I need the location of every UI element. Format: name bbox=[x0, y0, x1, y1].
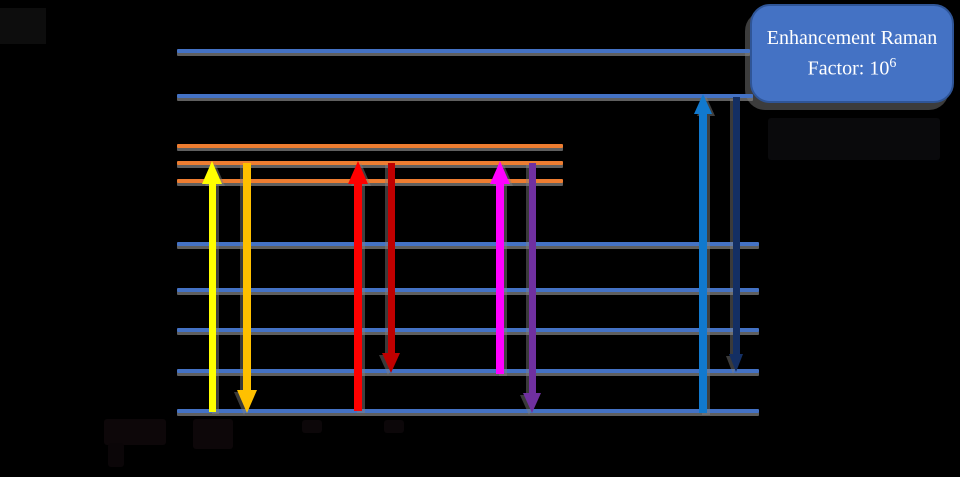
excited-electronic-level-2 bbox=[177, 49, 750, 53]
enhancement-factor-prefix: Factor: 10 bbox=[807, 57, 890, 80]
emission-arrow-purple-head bbox=[523, 393, 541, 413]
sers-emission-arrow-navy bbox=[729, 97, 744, 372]
enhancement-factor-exponent: 6 bbox=[889, 56, 897, 72]
sers-excitation-arrow-blue bbox=[694, 94, 712, 413]
ghost-artifact-label-4 bbox=[384, 420, 404, 433]
excitation-arrow-red bbox=[348, 161, 368, 411]
sers-emission-arrow-navy-shaft bbox=[732, 97, 740, 354]
ground-level bbox=[177, 409, 759, 413]
excitation-arrow-red-shaft bbox=[354, 184, 362, 411]
excitation-arrow-yellow-head bbox=[202, 161, 222, 184]
antistokes-emission-arrow-darkred-shaft bbox=[387, 163, 395, 353]
enhancement-factor-line1: Enhancement Raman bbox=[766, 27, 938, 50]
enhancement-factor-callout: Enhancement Raman Factor: 106 bbox=[750, 4, 954, 103]
ghost-artifact-topleft bbox=[0, 8, 46, 44]
stokes-emission-arrow-gold-head bbox=[237, 390, 257, 413]
vibrational-level-1 bbox=[177, 369, 759, 373]
excitation-arrow-red-head bbox=[348, 161, 368, 184]
stokes-emission-arrow-gold-shaft bbox=[243, 163, 251, 390]
antistokes-emission-arrow-darkred bbox=[382, 163, 400, 373]
antistokes-emission-arrow-darkred-head bbox=[382, 353, 400, 373]
emission-arrow-purple-shaft bbox=[528, 163, 536, 393]
excitation-arrow-yellow bbox=[202, 161, 222, 412]
excitation-arrow-magenta-shaft bbox=[496, 184, 504, 374]
vibrational-level-2 bbox=[177, 328, 759, 332]
ghost-artifact-label-1b bbox=[108, 443, 124, 467]
ghost-artifact-label-1 bbox=[104, 419, 166, 445]
virtual-level-3 bbox=[177, 144, 563, 148]
sers-excitation-arrow-blue-shaft bbox=[699, 114, 707, 413]
ghost-artifact-label-3 bbox=[302, 420, 322, 433]
stokes-emission-arrow-gold bbox=[237, 163, 257, 413]
virtual-level-2 bbox=[177, 161, 563, 165]
excitation-arrow-yellow-shaft bbox=[208, 184, 216, 412]
vibrational-level-4 bbox=[177, 242, 759, 246]
vibrational-level-3 bbox=[177, 288, 759, 292]
sers-emission-arrow-navy-head bbox=[729, 354, 743, 372]
emission-arrow-purple bbox=[523, 163, 542, 413]
excitation-arrow-magenta-head bbox=[490, 161, 510, 184]
ghost-artifact-right bbox=[768, 118, 940, 160]
excited-electronic-level-1 bbox=[177, 94, 753, 98]
virtual-level-1 bbox=[177, 179, 563, 183]
excitation-arrow-magenta bbox=[490, 161, 510, 374]
sers-excitation-arrow-blue-head bbox=[694, 94, 712, 114]
ghost-artifact-label-2 bbox=[193, 419, 233, 449]
enhancement-factor-line2: Factor: 106 bbox=[752, 53, 952, 84]
